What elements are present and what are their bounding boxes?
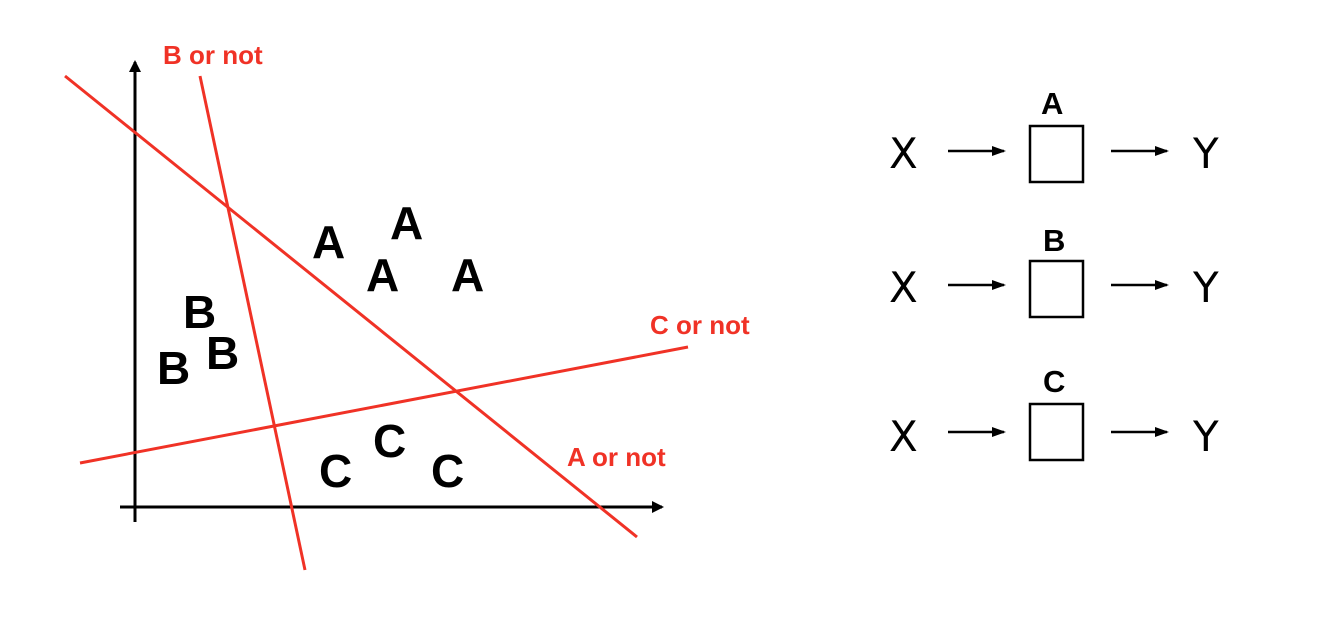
boundary-a-line <box>64 74 638 539</box>
boundary-b-label: B or not <box>163 40 263 70</box>
classifier-box <box>1028 124 1085 184</box>
point-c: C <box>319 445 352 497</box>
output-y-label: Y <box>1192 263 1219 312</box>
point-a: A <box>312 216 345 268</box>
point-c: C <box>431 445 464 497</box>
axes <box>120 60 664 522</box>
point-a: A <box>451 249 484 301</box>
classifier-box <box>1028 402 1085 462</box>
classifier-box <box>1028 259 1085 319</box>
classifier-box-label: C <box>1043 364 1065 399</box>
classifier-b: X B Y <box>889 223 1219 319</box>
classifier-box-label: B <box>1043 223 1065 258</box>
boundary-c-line <box>79 345 689 465</box>
point-c: C <box>373 415 406 467</box>
classifier-box-label: A <box>1041 86 1063 121</box>
input-x-label: X <box>889 263 918 312</box>
boundary-c-label: C or not <box>650 310 750 340</box>
class-points: A A A A B B B C C C <box>157 197 484 497</box>
output-y-label: Y <box>1192 129 1219 178</box>
input-x-label: X <box>889 412 918 461</box>
boundary-b-line <box>198 75 307 571</box>
classifier-c: X C Y <box>889 364 1219 462</box>
classifier-a: X A Y <box>889 86 1219 184</box>
point-a: A <box>366 249 399 301</box>
point-b: B <box>183 286 216 338</box>
output-y-label: Y <box>1192 412 1219 461</box>
point-b: B <box>206 327 239 379</box>
input-x-label: X <box>889 129 918 178</box>
point-b: B <box>157 342 190 394</box>
decision-boundaries: B or not C or not A or not <box>64 40 750 571</box>
boundary-a-label: A or not <box>567 442 666 472</box>
point-a: A <box>390 197 423 249</box>
